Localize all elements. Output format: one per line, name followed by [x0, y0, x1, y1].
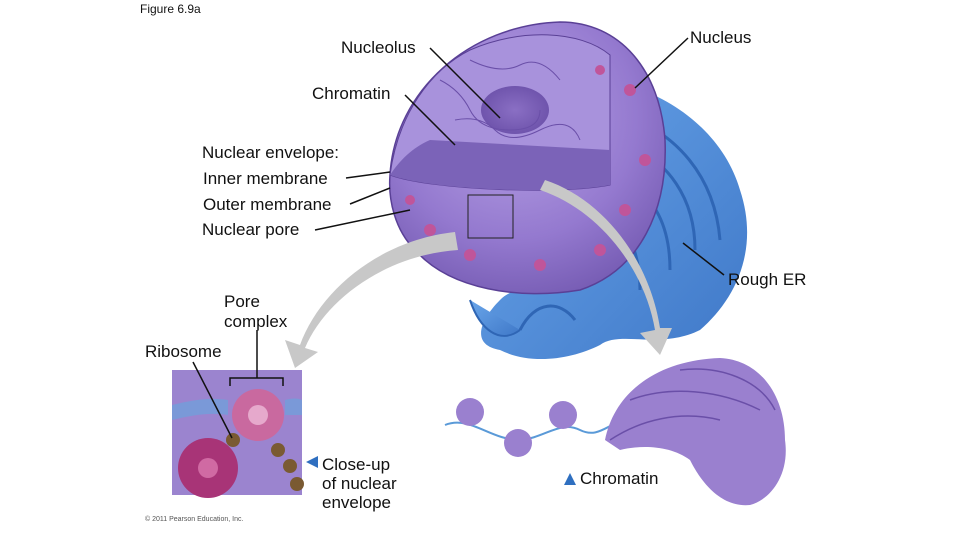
pore-complex-label-line1: Pore — [224, 292, 260, 311]
chromatin-label-bottom: Chromatin — [580, 469, 659, 488]
copyright-notice: © 2011 Pearson Education, Inc. — [145, 516, 244, 523]
arrow-to-closeup — [285, 232, 458, 368]
pore-complex-label-line2: complex — [224, 312, 288, 331]
chromatin-fibers — [444, 358, 786, 506]
closeup-label-line2: of nuclear — [322, 474, 397, 493]
nucleolus-label: Nucleolus — [341, 38, 416, 57]
outer-membrane-label: Outer membrane — [203, 195, 332, 214]
nuclear-envelope-label: Nuclear envelope: — [202, 143, 340, 162]
leader-lines — [192, 37, 725, 439]
chromatin-label-top: Chromatin — [312, 84, 391, 103]
nucleus-label: Nucleus — [690, 28, 752, 47]
closeup-label-line1: Close-up — [322, 455, 391, 474]
closeup-label-line3: envelope — [322, 493, 392, 512]
inner-membrane-label: Inner membrane — [203, 169, 328, 188]
pore-selection-box — [467, 194, 514, 239]
nucleus-sphere — [388, 21, 666, 295]
arrow-to-chromatin — [540, 180, 672, 355]
ribosome-label: Ribosome — [145, 342, 222, 361]
nuclear-pore-label: Nuclear pore — [202, 220, 300, 239]
rough-er-label: Rough ER — [728, 270, 807, 289]
closeup-inset — [172, 370, 304, 498]
figure-label: Figure 6.9a — [140, 2, 201, 16]
closeup-pointer-icon — [306, 456, 318, 468]
chromatin-pointer-icon — [564, 473, 576, 485]
